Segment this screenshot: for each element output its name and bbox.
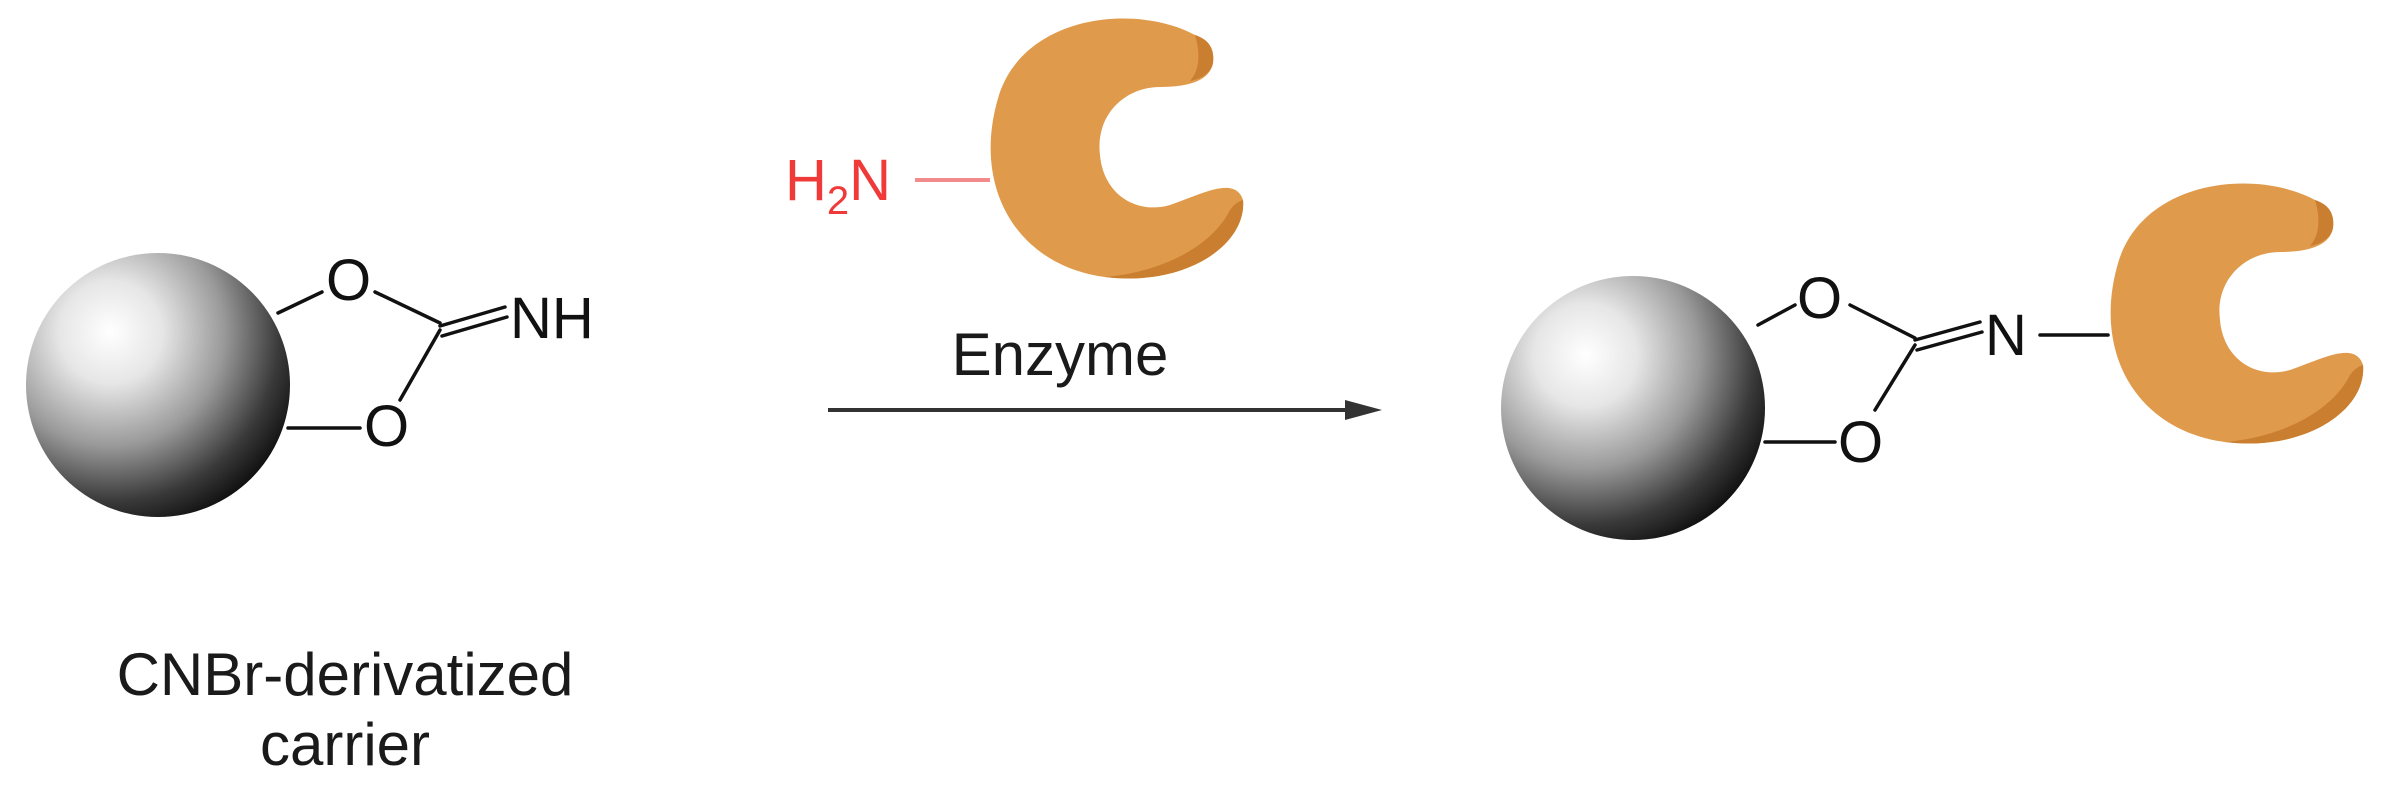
reaction-condition-label: Enzyme (952, 321, 1169, 388)
bond-o-bottom-c (398, 328, 442, 402)
carrier-atom-o-bottom: O (364, 394, 409, 459)
product-enzyme-icon (2110, 183, 2364, 444)
product-atom-o-bottom: O (1838, 410, 1883, 475)
carrier-structure: O O NH (26, 248, 594, 517)
carrier-caption-line2: carrier (260, 711, 430, 778)
bond-c-n-1 (438, 305, 507, 328)
bond-c-n-2-product (1915, 330, 1984, 352)
bond-bead-o-top (276, 290, 324, 315)
carrier-caption-line1: CNBr-derivatized (117, 641, 574, 708)
product-structure: O O N (1501, 183, 2364, 540)
bond-o-bottom-c-product (1873, 343, 1917, 412)
carrier-bead-icon (26, 253, 290, 517)
bond-bead-o-top-product (1756, 303, 1797, 327)
bond-c-n-1-product (1913, 320, 1982, 342)
bond-c-n-2 (440, 315, 509, 338)
product-bead-icon (1501, 276, 1765, 540)
enzyme-icon (990, 18, 1244, 279)
bond-o-top-c-product (1848, 303, 1917, 340)
carrier-atom-o-top: O (326, 248, 371, 313)
enzyme-reagent: H2N (785, 18, 1244, 279)
reaction-arrow-icon (828, 400, 1382, 420)
bond-o-top-c (373, 290, 442, 325)
product-atom-o-top: O (1797, 266, 1842, 331)
product-imine-label: N (1985, 303, 2027, 368)
carrier-imine-label: NH (510, 286, 594, 351)
amine-label: H2N (785, 148, 891, 223)
